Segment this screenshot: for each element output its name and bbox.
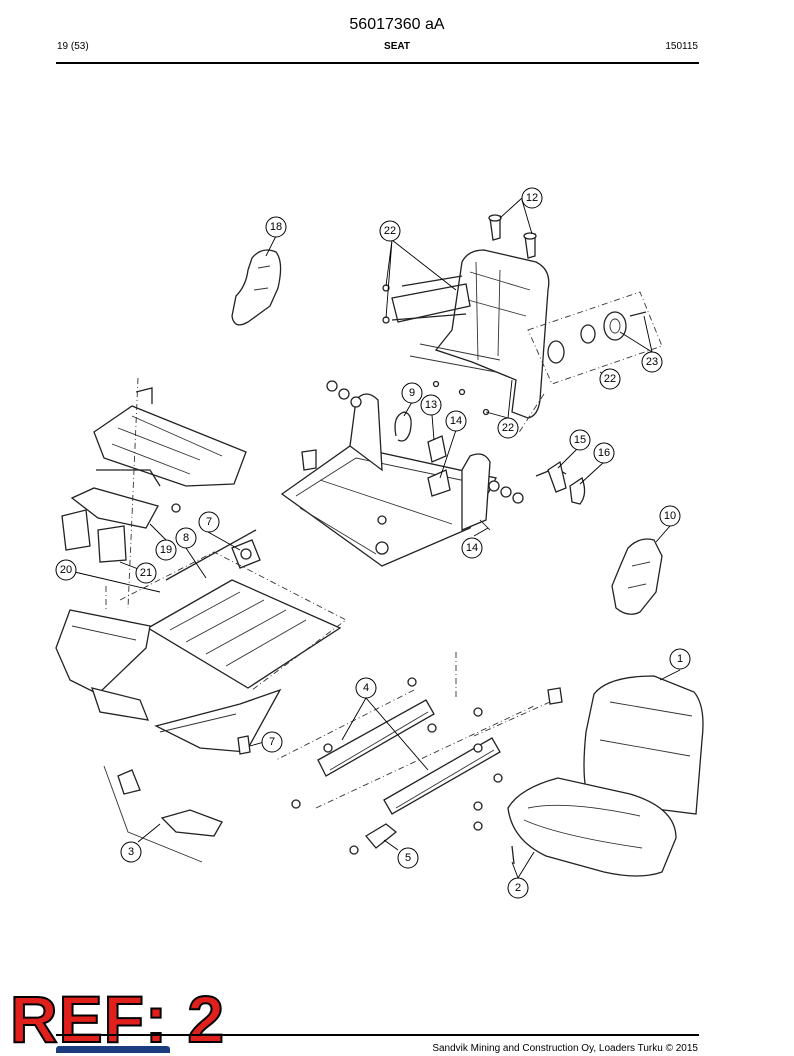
tension-springs: [427, 435, 491, 531]
callout-7-upper: 7: [198, 511, 220, 533]
callout-7-lower: 7: [261, 731, 283, 753]
svg-text:22: 22: [384, 225, 396, 237]
callout-4: 4: [355, 677, 377, 699]
svg-text:14: 14: [466, 542, 478, 554]
svg-text:15: 15: [574, 434, 586, 446]
callout-2: 2: [507, 877, 529, 899]
svg-text:18: 18: [270, 221, 282, 233]
svg-text:3: 3: [128, 846, 134, 858]
svg-text:1: 1: [677, 653, 683, 665]
armrest-left: [231, 249, 282, 326]
base-plate: [119, 551, 347, 691]
svg-text:7: 7: [269, 736, 275, 748]
side-cover: [611, 538, 663, 615]
callout-21: 21: [135, 562, 157, 584]
callout-8: 8: [175, 527, 197, 549]
svg-text:7: 7: [206, 516, 212, 528]
callout-16: 16: [593, 442, 615, 464]
page-count: 19 (53): [57, 41, 89, 52]
svg-text:20: 20: [60, 564, 72, 576]
callout-14-lower: 14: [461, 537, 483, 559]
callout-19: 19: [155, 539, 177, 561]
svg-text:22: 22: [604, 373, 616, 385]
back-bolts: [488, 214, 537, 259]
slide-rails: [317, 699, 501, 815]
svg-text:5: 5: [405, 852, 411, 864]
svg-text:21: 21: [140, 567, 152, 579]
bracket-upper: [231, 539, 261, 569]
handle-assembly: [103, 765, 223, 863]
svg-text:2: 2: [515, 882, 521, 894]
callout-22-right: 22: [599, 368, 621, 390]
callout-9: 9: [401, 382, 423, 404]
callout-1: 1: [669, 648, 691, 670]
adjuster-group-outline: [527, 291, 663, 385]
document-number: 56017360 aA: [349, 16, 445, 33]
upholstered-seat: [507, 675, 704, 877]
svg-text:12: 12: [526, 192, 538, 204]
header-rule: [56, 62, 699, 64]
callout-13: 13: [420, 394, 442, 416]
adjuster-knob: [547, 311, 647, 364]
callout-18: 18: [265, 216, 287, 238]
date-code: 150115: [665, 41, 698, 52]
callout-23: 23: [641, 351, 663, 373]
callout-5: 5: [397, 847, 419, 869]
callout-10: 10: [659, 505, 681, 527]
svg-text:8: 8: [183, 532, 189, 544]
svg-text:4: 4: [363, 682, 369, 694]
bolt-lower: [237, 735, 251, 755]
svg-text:19: 19: [160, 544, 172, 556]
spring-clip: [394, 411, 412, 442]
svg-text:9: 9: [409, 387, 415, 399]
copyright-text: Sandvik Mining and Construction Oy, Load…: [432, 1043, 698, 1054]
section-title: SEAT: [384, 41, 410, 52]
footer-rule: [56, 1034, 699, 1036]
callout-14-upper: 14: [445, 410, 467, 432]
ref-stamp: REF: 2: [9, 982, 226, 1056]
svg-text:10: 10: [664, 510, 676, 522]
suspension-frame: [55, 609, 282, 753]
guide-lines: [105, 377, 551, 809]
front-cushion-parts: [61, 487, 181, 563]
callout-3: 3: [120, 841, 142, 863]
callout-20: 20: [55, 559, 77, 581]
leader-lines: [65, 197, 681, 879]
adjust-lever: [535, 460, 586, 505]
svg-text:22: 22: [502, 422, 514, 434]
callout-22-top: 22: [379, 220, 401, 242]
svg-text:14: 14: [450, 415, 462, 427]
brand-logo-band: [56, 1046, 170, 1053]
svg-text:23: 23: [646, 356, 658, 368]
callout-15: 15: [569, 429, 591, 451]
latch: [365, 823, 398, 849]
fasteners: [291, 677, 563, 855]
callout-12: 12: [521, 187, 543, 209]
svg-text:16: 16: [598, 447, 610, 459]
rod: [165, 529, 257, 581]
seat-cushion-pad: [93, 387, 247, 487]
svg-text:13: 13: [425, 399, 437, 411]
washers-upper: [326, 380, 524, 504]
callout-22-middle: 22: [497, 417, 519, 439]
